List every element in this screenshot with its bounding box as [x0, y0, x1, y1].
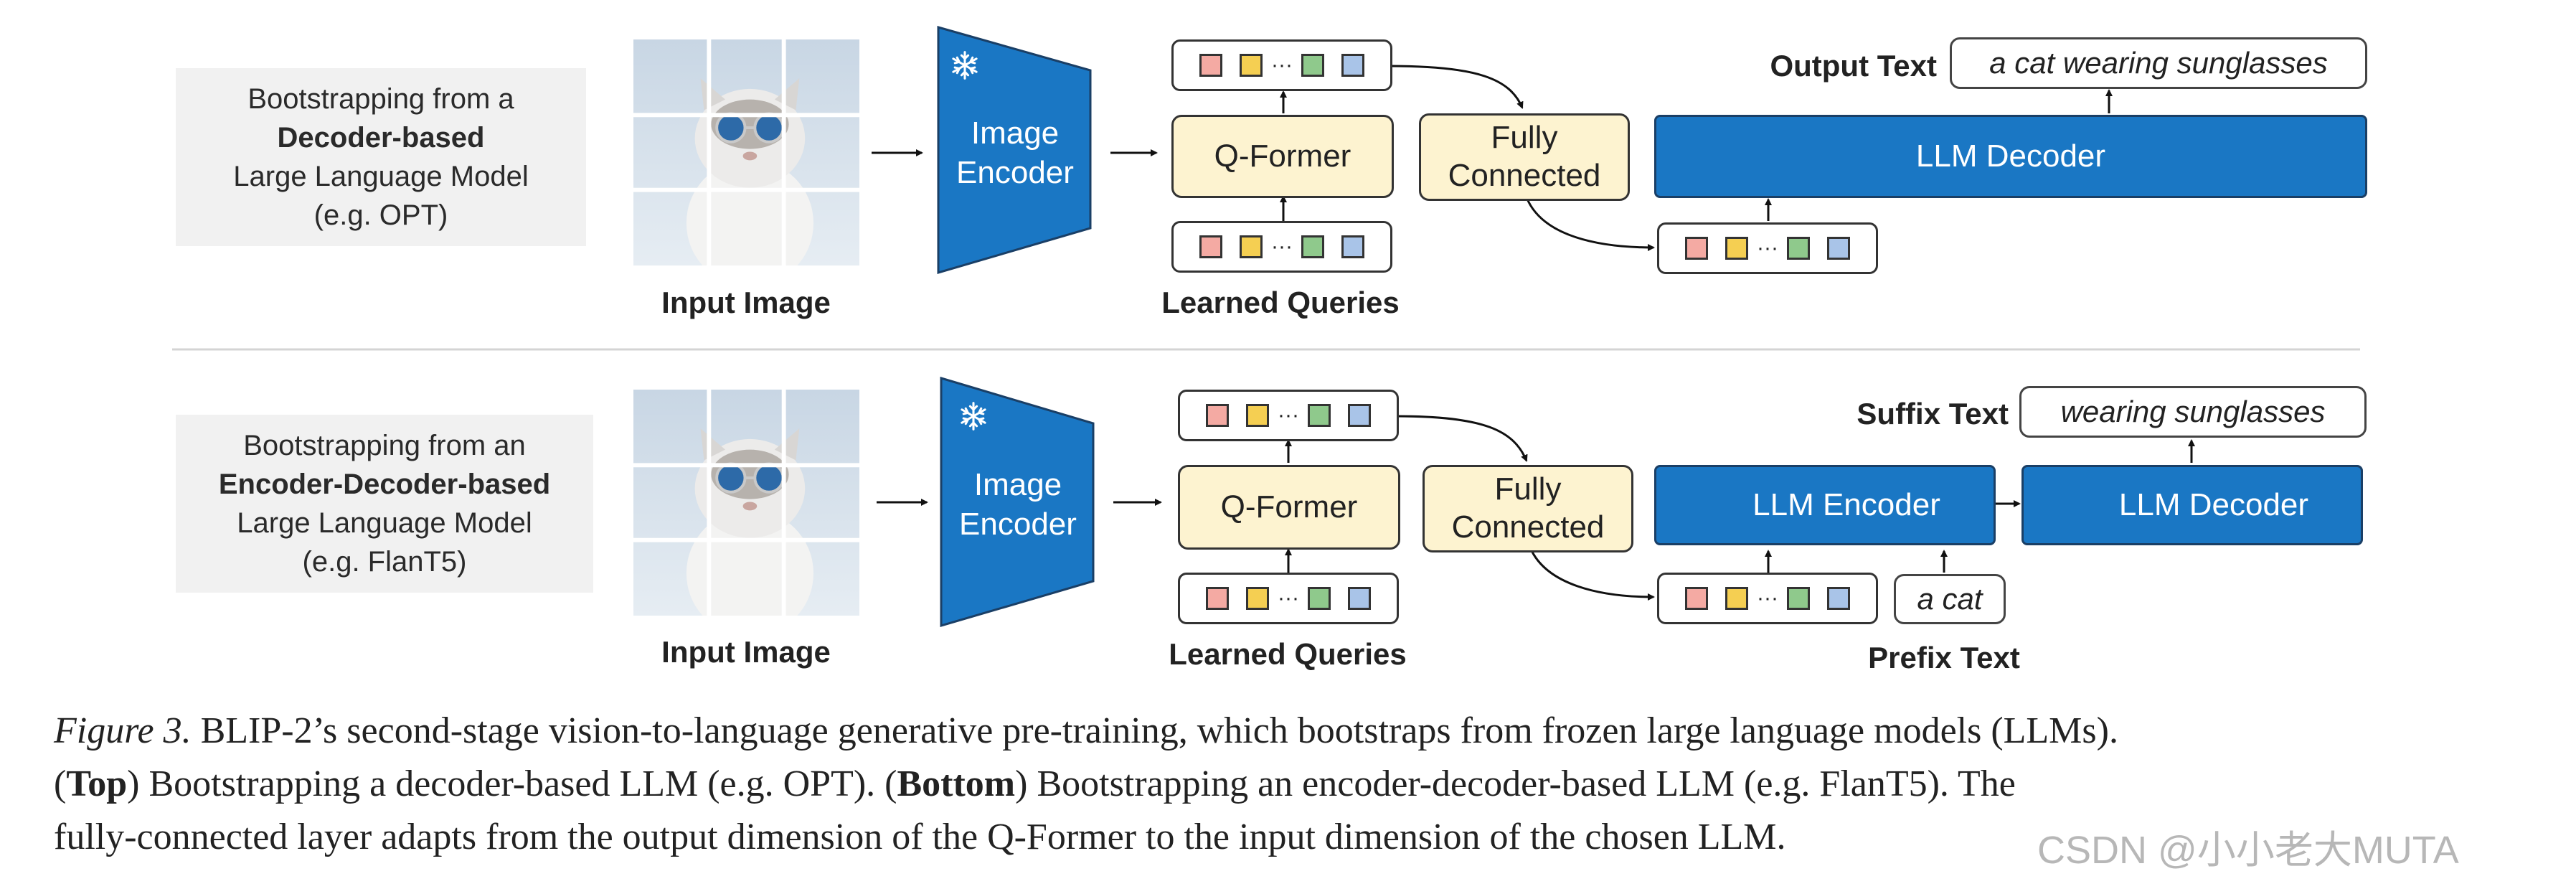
output-text-label: Output Text	[1770, 49, 1937, 83]
token	[1301, 235, 1324, 258]
llm-decoder-bottom: LLM Decoder	[2021, 465, 2363, 545]
bottom-description-box: Bootstrapping from an Encoder-Decoder-ba…	[176, 415, 593, 593]
token	[1341, 54, 1364, 77]
bottom-description-line3: Large Language Model	[237, 507, 532, 539]
token	[1725, 237, 1748, 260]
ellipsis: ···	[1757, 586, 1778, 610]
prefix-text-label: Prefix Text	[1868, 641, 2020, 674]
learned-queries-label-top: Learned Queries	[1161, 286, 1400, 319]
bottom-description-line4: (e.g. FlanT5)	[302, 546, 467, 578]
llm-decoder-label: LLM Decoder	[1915, 138, 2106, 174]
llm-encoder-bottom: LLM Encoder	[1654, 465, 1996, 545]
suffix-text-value: wearing sunglasses	[2019, 386, 2367, 438]
fc-line1: Fully	[1494, 471, 1562, 507]
top-description-line4: (e.g. OPT)	[313, 199, 448, 231]
caption-top-word: Top	[66, 763, 128, 804]
qformer-box-top: Q-Former	[1171, 115, 1394, 198]
fc-line1: Fully	[1491, 120, 1558, 156]
token	[1826, 587, 1850, 610]
caption-line1: Figure 3. BLIP-2’s second-stage vision-t…	[54, 705, 2521, 758]
token	[1199, 54, 1222, 77]
ellipsis: ···	[1278, 586, 1299, 610]
top-description-line3: Large Language Model	[233, 161, 529, 192]
token	[1206, 404, 1229, 427]
image-encoder-line2: Encoder	[959, 507, 1077, 542]
bottom-description-line1: Bootstrapping from an	[243, 430, 526, 461]
caption-line2-a: ) Bootstrapping a decoder-based LLM (e.g…	[127, 763, 897, 804]
token	[1240, 235, 1263, 258]
caption-line2-b: ) Bootstrapping an encoder-decoder-based…	[1015, 763, 2016, 804]
llm-input-tokens-top: ···	[1657, 222, 1878, 274]
suffix-text-label: Suffix Text	[1856, 397, 2009, 431]
llm-decoder-label: LLM Decoder	[2118, 487, 2309, 522]
top-description-box: Bootstrapping from a Decoder-based Large…	[176, 68, 586, 246]
arrow-fc-to-tokens-bottom	[1529, 547, 1655, 601]
token	[1347, 587, 1371, 610]
input-image-top	[633, 39, 859, 287]
token	[1685, 587, 1708, 610]
learned-queries-tokens-top: ···	[1171, 221, 1392, 273]
token	[1347, 404, 1371, 427]
image-encoder-line1: Image	[971, 116, 1060, 151]
bottom-description-line2: Encoder-Decoder-based	[218, 469, 551, 500]
fc-line2: Connected	[1451, 509, 1605, 545]
input-image-bottom	[633, 390, 859, 637]
fully-connected-box-bottom: Fully Connected	[1423, 465, 1633, 552]
ellipsis: ···	[1757, 236, 1778, 260]
caption-line2: (Top) Bootstrapping a decoder-based LLM …	[54, 758, 2521, 811]
learned-queries-label-bottom: Learned Queries	[1169, 637, 1407, 671]
fully-connected-box-top: Fully Connected	[1419, 113, 1630, 201]
token	[1725, 587, 1748, 610]
ellipsis: ···	[1271, 235, 1293, 258]
llm-input-tokens-bottom: ···	[1657, 573, 1878, 624]
token	[1685, 237, 1708, 260]
image-encoder-label-bottom: Image Encoder	[957, 465, 1079, 544]
caption-paren: (	[54, 763, 67, 804]
token	[1826, 237, 1850, 260]
output-text-value: a cat wearing sunglasses	[1950, 37, 2367, 89]
llm-encoder-label: LLM Encoder	[1752, 487, 1940, 522]
image-encoder-top	[937, 26, 1092, 275]
caption-line3: fully-connected layer adapts from the ou…	[54, 817, 1786, 857]
token	[1206, 587, 1229, 610]
query-output-tokens-bottom: ···	[1178, 390, 1399, 441]
token	[1341, 235, 1364, 258]
image-encoder-line1: Image	[973, 467, 1062, 502]
diagram-graphics	[172, 26, 2360, 637]
watermark: CSDN @小小老大MUTA	[2037, 829, 2459, 872]
image-encoder-line2: Encoder	[956, 155, 1074, 190]
token	[1246, 404, 1269, 427]
token	[1307, 404, 1331, 427]
caption-line1-text: BLIP-2’s second-stage vision-to-language…	[191, 710, 2118, 751]
arrow-out-to-fc-top	[1389, 65, 1524, 109]
llm-decoder-top: LLM Decoder	[1654, 115, 2367, 198]
ellipsis: ···	[1271, 53, 1293, 77]
top-description-line1: Bootstrapping from a	[247, 83, 514, 115]
caption-figure-label: Figure 3.	[54, 710, 192, 751]
prefix-text-value: a cat	[1894, 574, 2006, 624]
input-image-label-top: Input Image	[661, 286, 831, 319]
image-encoder-bottom	[940, 376, 1095, 628]
token	[1786, 587, 1810, 610]
token	[1199, 235, 1222, 258]
query-output-tokens-top: ···	[1171, 39, 1392, 91]
qformer-box-bottom: Q-Former	[1178, 465, 1400, 550]
fc-line2: Connected	[1448, 158, 1601, 193]
token	[1246, 587, 1269, 610]
caption-bottom-word: Bottom	[897, 763, 1016, 804]
token	[1786, 237, 1810, 260]
arrow-out-to-fc-bottom	[1395, 415, 1528, 462]
input-image-label-bottom: Input Image	[661, 635, 831, 669]
arrow-fc-to-tokens-top	[1525, 197, 1655, 251]
ellipsis: ···	[1278, 403, 1299, 427]
token	[1301, 54, 1324, 77]
top-description-line2: Decoder-based	[277, 122, 485, 154]
learned-queries-tokens-bottom: ···	[1178, 573, 1399, 624]
figure-caption: Figure 3. BLIP-2’s second-stage vision-t…	[54, 705, 2521, 864]
token	[1240, 54, 1263, 77]
token	[1307, 587, 1331, 610]
image-encoder-label-top: Image Encoder	[954, 113, 1076, 192]
